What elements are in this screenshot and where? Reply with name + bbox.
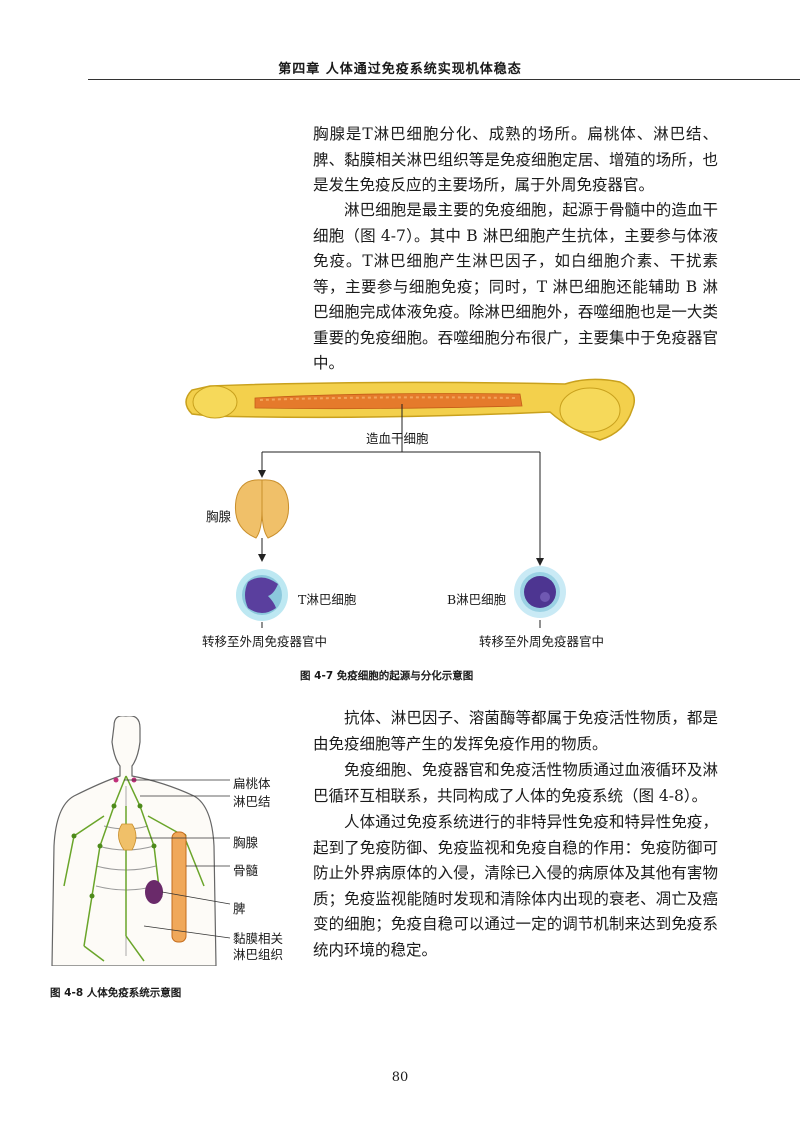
figure-4-8-illustration (51, 716, 231, 966)
bone-image (185, 378, 635, 441)
spleen-marker (145, 880, 163, 904)
malt-label-2: 淋巴组织 (233, 947, 284, 962)
spleen-label: 脾 (233, 901, 246, 916)
chapter-header: 第四章 人体通过免疫系统实现机体稳态 (278, 62, 522, 77)
page-number: 80 (391, 1070, 409, 1085)
thymus-image (234, 479, 290, 539)
b-cell-image (514, 566, 566, 618)
figure-4-7-caption: 图 4-7 免疫细胞的起源与分化示意图 (300, 670, 474, 682)
thymus-marker (118, 823, 137, 851)
b-cell-label: B淋巴细胞 (447, 592, 507, 607)
tonsil-marker (113, 777, 119, 783)
tonsil-label: 扁桃体 (233, 776, 271, 791)
paragraph-1: 胸腺是T淋巴细胞分化、成熟的场所。扁桃体、淋巴结、脾、黏膜相关淋巴组织等是免疫细… (313, 125, 718, 194)
paragraph-4: 免疫细胞、免疫器官和免疫活性物质通过血液循环及淋巴循环互相联系，共同构成了人体的… (313, 761, 718, 805)
malt-label-1: 黏膜相关 (233, 931, 284, 946)
stem-cell-label: 造血干细胞 (366, 431, 429, 446)
header-rule (88, 79, 800, 80)
t-cell-label: T淋巴细胞 (298, 592, 357, 607)
paragraph-2: 淋巴细胞是最主要的免疫细胞，起源于骨髓中的造血干细胞（图 4-7）。其中 B 淋… (313, 201, 718, 372)
t-cell-destination-label: 转移至外周免疫器官中 (202, 634, 328, 649)
b-cell-destination-label: 转移至外周免疫器官中 (479, 634, 605, 649)
figure-4-7-illustration (185, 378, 635, 628)
bone-marrow-marker (171, 831, 187, 943)
thymus-label-2: 胸腺 (233, 835, 259, 850)
paragraph-5: 人体通过免疫系统进行的非特异性免疫和特异性免疫，起到了免疫防御、免疫监视和免疫自… (313, 813, 718, 959)
thymus-label: 胸腺 (206, 509, 232, 524)
bone-marrow-label: 骨髓 (233, 863, 259, 878)
paragraph-3: 抗体、淋巴因子、溶菌酶等都属于免疫活性物质，都是由免疫细胞等产生的发挥免疫作用的… (313, 709, 718, 753)
figure-4-8-caption: 图 4-8 人体免疫系统示意图 (50, 987, 182, 999)
lymph-node-label: 淋巴结 (233, 794, 271, 809)
t-cell-image (236, 569, 288, 621)
